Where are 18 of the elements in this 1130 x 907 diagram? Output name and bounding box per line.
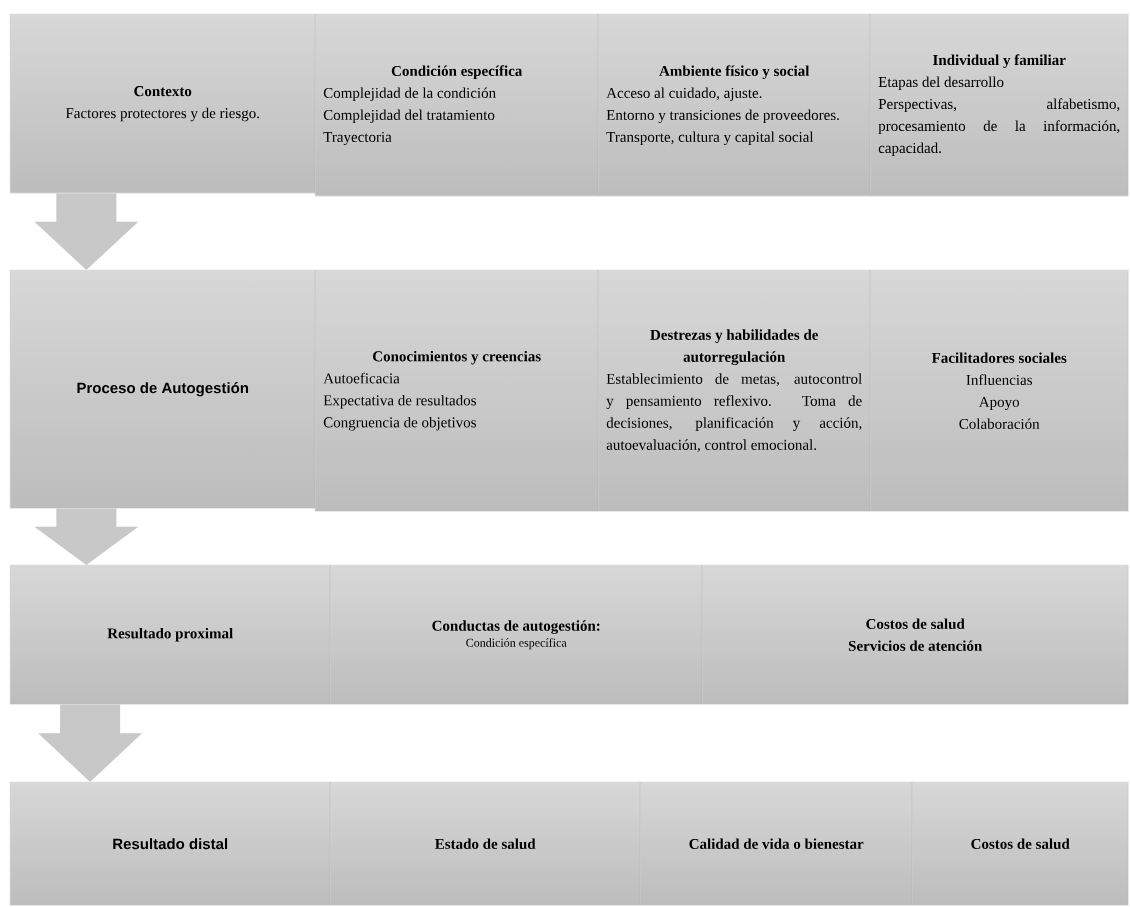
row-header-box: Resultado distal — [10, 782, 331, 906]
category-cell: Calidad de vida o bienestar — [640, 782, 913, 906]
block-arrow — [38, 704, 143, 782]
row-header-box: Proceso de Autogestión — [10, 270, 316, 509]
category-cell: Facilitadores sociales Influencias Apoyo Colaboración — [870, 270, 1129, 512]
category-cell: Condición específica Complejidad de la condición Complejidad del tratamiento Trayectoria — [315, 14, 599, 197]
category-cell: Individual y familiar Etapas del desarrollo Perspectivas, alfabetismo, procesamiento de la información, capacidad. — [870, 14, 1129, 197]
block-arrow — [34, 508, 139, 565]
category-cell: Destrezas y habilidades de autorregulación Establecimiento de metas, autocontrol y pensamiento reflexivo. Toma de decisiones, planificación y acción, autoevaluación, control emocional. — [598, 270, 871, 512]
category-cell: Costos de salud Servicios de atención — [702, 565, 1129, 705]
block-arrow — [34, 193, 139, 270]
category-cell: Conocimientos y creencias Autoeficacia Expectativa de resultados Congruencia de objetivos — [315, 270, 599, 512]
category-cell: Costos de salud — [912, 782, 1129, 906]
category-cell: Ambiente físico y social Acceso al cuidado, ajuste. Entorno y transiciones de proveedores. Transporte, cultura y capital social — [598, 14, 871, 197]
row-header-box: Contexto Factores protectores y de riesgo. — [10, 14, 316, 194]
category-cell: Conductas de autogestión: Condición específica — [330, 565, 703, 705]
row-header-box: Resultado proximal — [10, 565, 331, 705]
category-cell: Estado de salud — [330, 782, 641, 906]
